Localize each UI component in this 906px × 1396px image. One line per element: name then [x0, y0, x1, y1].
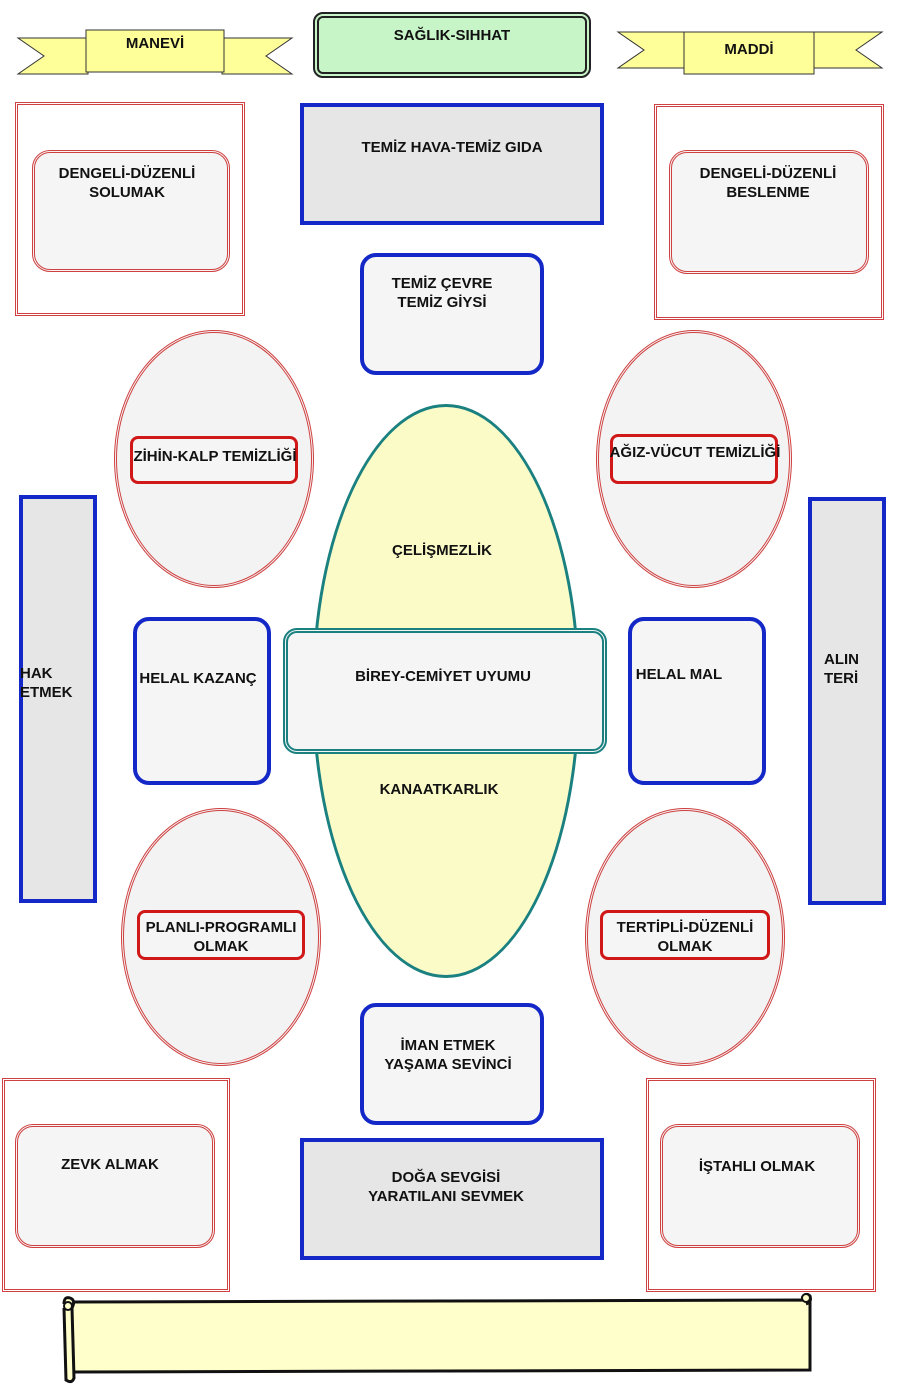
left-ribbon-label: MANEVİ [125, 35, 185, 52]
left-side-bar-label: HAK ETMEK [20, 665, 73, 701]
upper-left-pill [130, 436, 298, 484]
nature-love-label: DOĞA SEVGİSİ YARATILANI SEVMEK [368, 1169, 524, 1205]
halal-earning-box [133, 617, 271, 785]
top-right-label: DENGELİ-DÜZENLİ BESLENME [699, 165, 837, 201]
faith-joy-label: İMAN ETMEK YAŞAMA SEVİNCİ [384, 1037, 512, 1073]
bottom-scroll [62, 1292, 812, 1384]
left-side-bar [19, 495, 97, 903]
center-harmony-box [283, 628, 607, 754]
bottom-right-card [660, 1124, 860, 1248]
right-side-bar-label: ALIN TERİ [824, 651, 859, 687]
halal-goods-box [628, 617, 766, 785]
lower-right-label: TERTİPLİ-DÜZENLİ OLMAK [616, 919, 754, 955]
upper-left-label: ZİHİN-KALP TEMİZLİĞİ [133, 448, 297, 465]
upper-right-pill [610, 434, 778, 484]
clean-env-clothes-label: TEMİZ ÇEVRE TEMİZ GİYSİ [391, 275, 493, 311]
health-banner [313, 12, 591, 78]
center-harmony-label: BİREY-CEMİYET UYUMU [355, 668, 531, 685]
clean-env-clothes-box [360, 253, 544, 375]
top-left-card [32, 150, 230, 272]
nature-love-box [300, 1138, 604, 1260]
clean-air-food-label: TEMİZ HAVA-TEMİZ GIDA [361, 139, 543, 156]
bottom-left-label: ZEVK ALMAK [61, 1156, 159, 1173]
right-ribbon [616, 31, 884, 75]
top-right-card [669, 150, 869, 274]
halal-goods-label: HELAL MAL [635, 666, 723, 683]
health-banner-label: SAĞLIK-SIHHAT [393, 27, 511, 44]
top-left-label: DENGELİ-DÜZENLİ SOLUMAK [58, 165, 196, 201]
clean-air-food-box [300, 103, 604, 225]
right-ribbon-label: MADDİ [724, 41, 774, 58]
bottom-right-label: İŞTAHLI OLMAK [698, 1158, 816, 1175]
bottom-left-card [15, 1124, 215, 1248]
lower-right-pill [600, 910, 770, 960]
upper-right-label: AĞIZ-VÜCUT TEMİZLİĞİ [609, 444, 781, 461]
top-ribbons [16, 29, 884, 75]
faith-joy-box [360, 1003, 544, 1125]
lower-left-label: PLANLI-PROGRAMLI OLMAK [145, 919, 297, 955]
left-ribbon [16, 29, 294, 75]
center-bottom-label: KANAATKARLIK [379, 781, 499, 798]
lower-left-pill [137, 910, 305, 960]
center-top-label: ÇELİŞMEZLİK [392, 542, 492, 559]
right-side-bar [808, 497, 886, 905]
halal-earning-label: HELAL KAZANÇ [139, 670, 257, 687]
